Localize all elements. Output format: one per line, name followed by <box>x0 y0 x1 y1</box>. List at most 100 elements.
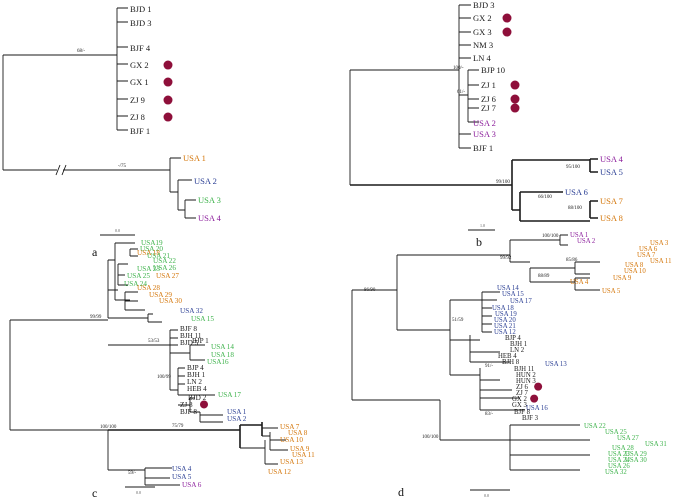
scale-label: 0.0 <box>115 228 120 233</box>
taxon-label: USA 27 <box>617 435 639 442</box>
taxon-label: USA 3 <box>473 129 496 139</box>
taxon-label: USA 9 <box>290 445 310 453</box>
taxon-label: USA 27 <box>156 272 179 280</box>
taxon-label: BJF 4 <box>130 43 151 53</box>
taxon-label: BJF 8 <box>514 409 531 416</box>
marker-dot <box>510 94 520 104</box>
support-value: 51/59 <box>452 318 464 323</box>
taxon-label: USA 7 <box>637 252 656 259</box>
taxon-label: USA 32 <box>605 469 627 476</box>
taxon-label: BJD 5 <box>180 339 199 347</box>
taxon-label: HUN 2 <box>516 372 536 379</box>
taxon-label: GX 3 <box>512 402 528 409</box>
taxon-label: USA 1 <box>227 408 247 416</box>
support-value: 61/- <box>457 90 465 95</box>
taxon-label: USA 24 <box>124 280 147 288</box>
taxon-label: USA 13 <box>545 361 567 368</box>
taxon-label: BJD 2 <box>188 394 207 402</box>
taxon-label: ZJ 9 <box>130 95 145 105</box>
marker-dot <box>502 27 512 37</box>
taxon-label: USA 20 <box>140 245 163 253</box>
support-value: 95/100 <box>566 165 580 170</box>
marker-dot <box>163 112 173 122</box>
taxon-label: USA 1 <box>183 153 206 163</box>
taxon-label: USA 18 <box>492 305 514 312</box>
taxon-label: USA 10 <box>280 436 303 444</box>
panel-label-a: a <box>92 245 98 259</box>
marker-dot <box>502 13 512 23</box>
panel-d: 100/100 99/92 85/86 88/89 86/90 51/59 91… <box>351 232 671 499</box>
taxon-label: USA 19 <box>495 311 517 318</box>
taxon-label: USA 6 <box>565 187 588 197</box>
taxon-label: USA 30 <box>159 297 182 305</box>
taxon-label: USA 4 <box>600 154 624 164</box>
taxon-label: BJP 10 <box>481 65 505 75</box>
support-value: 68/- <box>77 49 85 54</box>
taxon-label: BJF 1 <box>473 143 493 153</box>
marker-dot <box>163 95 173 105</box>
taxon-label: USA 22 <box>153 257 176 265</box>
taxon-label: USA 8 <box>288 429 308 437</box>
taxon-label: USA 17 <box>218 391 241 399</box>
taxon-label: ZJ 6 <box>481 94 496 104</box>
taxon-label: ZJ 8 <box>130 112 145 122</box>
taxon-label: HEB 4 <box>187 385 207 393</box>
marker-dot <box>200 400 208 409</box>
taxon-label: USA 5 <box>600 167 623 177</box>
taxon-label: USA 4 <box>198 213 222 223</box>
taxon-label: ZJ 7 <box>516 390 528 397</box>
taxon-label: USA19 <box>141 239 163 247</box>
taxon-label: GX 1 <box>130 77 149 87</box>
taxon-label: BJD 3 <box>130 18 152 28</box>
taxon-label: ZJ 1 <box>481 80 496 90</box>
taxon-label: USA 25 <box>605 429 627 436</box>
support-value: 100/100 <box>422 435 439 440</box>
taxon-label: USA 29 <box>149 291 172 299</box>
taxon-label: USA 22 <box>584 423 606 430</box>
taxon-label: USA 18 <box>211 351 234 359</box>
support-value: 100/99 <box>157 375 171 380</box>
taxon-label: USA 17 <box>510 298 532 305</box>
marker-dot <box>163 60 173 70</box>
taxon-label: BJD 1 <box>130 4 152 14</box>
support-value: 83/- <box>485 412 493 417</box>
marker-dot <box>510 80 520 90</box>
panel-label-c: c <box>92 486 97 500</box>
taxon-label: USA 26 <box>153 264 176 272</box>
taxon-label: USA 2 <box>194 176 217 186</box>
panel-c: 99/99 53/53 100/99 75/79 100/100 59/- 0.… <box>9 239 315 500</box>
taxon-label: USA 8 <box>625 262 644 269</box>
taxon-label: USA 7 <box>600 196 623 206</box>
taxon-label: ZJ 6 <box>516 384 528 391</box>
taxon-label: BJH 1 <box>510 341 527 348</box>
support-value: 100/- <box>453 66 464 71</box>
taxon-label: USA 23 <box>137 265 160 273</box>
marker-dot <box>163 77 173 87</box>
taxon-label: USA 8 <box>600 213 623 223</box>
taxon-label: BJF 3 <box>522 415 539 422</box>
taxon-label: USA 23 <box>608 451 630 458</box>
taxon-label: GX 2 <box>512 396 528 403</box>
taxon-label: USA 16 <box>526 405 548 412</box>
taxon-label: GX 3 <box>473 27 492 37</box>
taxon-label: USA 25 <box>127 272 150 280</box>
taxon-label: USA 2 <box>473 118 496 128</box>
taxon-label: USA 7 <box>280 423 300 431</box>
taxon-label: USA 4 <box>570 279 589 286</box>
taxon-label: USA 6 <box>182 481 202 489</box>
taxon-label: USA 28 <box>137 284 160 292</box>
taxon-label: BJD 3 <box>473 0 495 10</box>
support-value: 66/100 <box>538 195 552 200</box>
scale-label: 1.0 <box>480 223 485 228</box>
marker-dot <box>530 394 539 403</box>
panel-b-branches <box>349 4 598 231</box>
support-value: 53/53 <box>148 339 160 344</box>
support-value: 100/100 <box>100 425 117 430</box>
taxon-label: BJF 1 <box>130 126 150 136</box>
support-value: 99/99 <box>90 315 102 320</box>
scale-label: 0.0 <box>484 493 489 498</box>
taxon-label: USA 14 <box>497 285 519 292</box>
